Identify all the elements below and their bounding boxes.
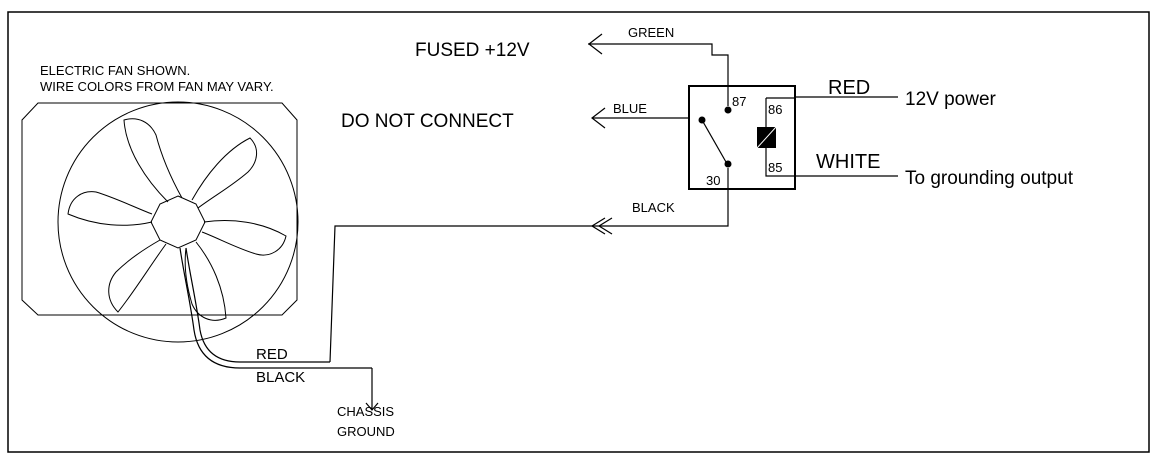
red-wire-label: RED — [828, 77, 870, 99]
black-wire-label: BLACK — [632, 200, 675, 215]
relay-pin-86: 86 — [768, 102, 782, 117]
fan-blade — [201, 220, 287, 256]
white-wire-label: WHITE — [816, 151, 880, 173]
ground-output-label: To grounding output — [905, 168, 1074, 189]
fan-ring — [57, 101, 299, 343]
coil-mark — [756, 126, 777, 149]
green-wire-label: GREEN — [628, 25, 674, 40]
relay-pin-87: 87 — [732, 94, 746, 109]
relay-pin-85: 85 — [768, 160, 782, 175]
fan-blade — [67, 191, 153, 226]
fan-black-lead — [179, 247, 372, 369]
switch-arm — [701, 119, 727, 163]
fan-hub — [150, 195, 206, 249]
fan-blade — [184, 241, 227, 321]
fused-12v-label: FUSED +12V — [415, 40, 530, 61]
relay-body — [688, 85, 796, 190]
ground-symbol — [365, 402, 379, 411]
relay: 87 86 85 30 — [688, 85, 796, 190]
fan-leads — [179, 247, 372, 369]
fan-blade — [123, 118, 183, 203]
arrow-fused — [588, 33, 603, 55]
chassis-ground-line-1: CHASSIS — [337, 404, 394, 419]
blue-wire — [592, 117, 701, 125]
power-input-label: 12V power — [905, 89, 997, 110]
fan-feed-wire — [329, 168, 729, 363]
fan-shroud — [21, 102, 298, 316]
arrow-black — [590, 217, 613, 235]
switch-contact-87 — [724, 106, 732, 114]
arrow-no-connect — [591, 107, 606, 129]
blue-wire-label: BLUE — [613, 101, 647, 116]
relay-pin-30: 30 — [706, 173, 720, 188]
fan-black-label: BLACK — [256, 369, 305, 386]
fan-blade — [191, 137, 257, 209]
fan-red-label: RED — [256, 346, 288, 363]
switch-contact-30 — [724, 160, 732, 168]
electric-fan — [21, 101, 299, 343]
coil-lead — [765, 97, 794, 177]
chassis-ground-line-2: GROUND — [337, 424, 395, 439]
fan-blade — [108, 239, 167, 313]
fan-blades — [67, 118, 287, 321]
do-not-connect-label: DO NOT CONNECT — [341, 111, 514, 132]
fan-red-lead — [185, 247, 330, 363]
note-line-1: ELECTRIC FAN SHOWN. — [40, 63, 190, 78]
note-line-2: WIRE COLORS FROM FAN MAY VARY. — [40, 79, 274, 94]
diagram-frame — [7, 11, 1150, 453]
